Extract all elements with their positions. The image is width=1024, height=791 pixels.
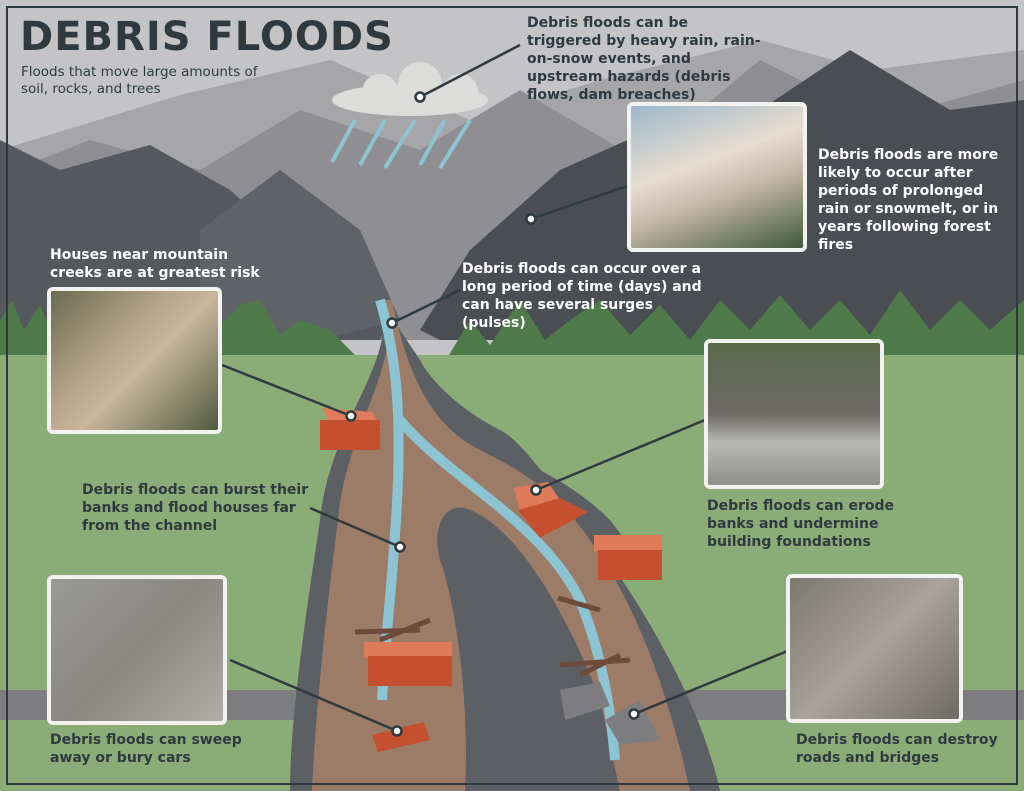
callout-triggers: Debris floods can be triggered by heavy … (527, 15, 761, 103)
house-icon (320, 408, 662, 752)
broken-bridge-end (605, 700, 660, 745)
debris-logs (354, 595, 631, 678)
callout-leaders (221, 43, 791, 737)
photo-destroyed-road (786, 574, 963, 723)
cloud-icon (332, 62, 488, 116)
dark-mountain-center (200, 170, 400, 340)
broken-bridge (560, 682, 610, 720)
callout-burst-banks: Debris floods can burst their banks and … (82, 482, 309, 534)
photo-wildfire-helicopter (627, 102, 807, 252)
river-water (375, 298, 620, 761)
callout-houses-risk: Houses near mountain creeks are at great… (50, 247, 260, 281)
photo-buried-car (47, 575, 227, 725)
callout-roads: Debris floods can destroy roads and brid… (796, 732, 998, 766)
photo-eroded-building (704, 339, 884, 489)
photo-flooded-neighbourhood (47, 287, 222, 434)
page-subtitle: Floods that move large amounts of soil, … (21, 64, 258, 97)
rain-icon (330, 118, 472, 170)
page-title: DEBRIS FLOODS (20, 14, 394, 60)
callout-likely: Debris floods are more likely to occur a… (818, 147, 999, 253)
callout-cars: Debris floods can sweep away or bury car… (50, 732, 242, 766)
callout-erode: Debris floods can erode banks and underm… (707, 498, 895, 550)
callout-duration: Debris floods can occur over a long peri… (462, 261, 702, 331)
